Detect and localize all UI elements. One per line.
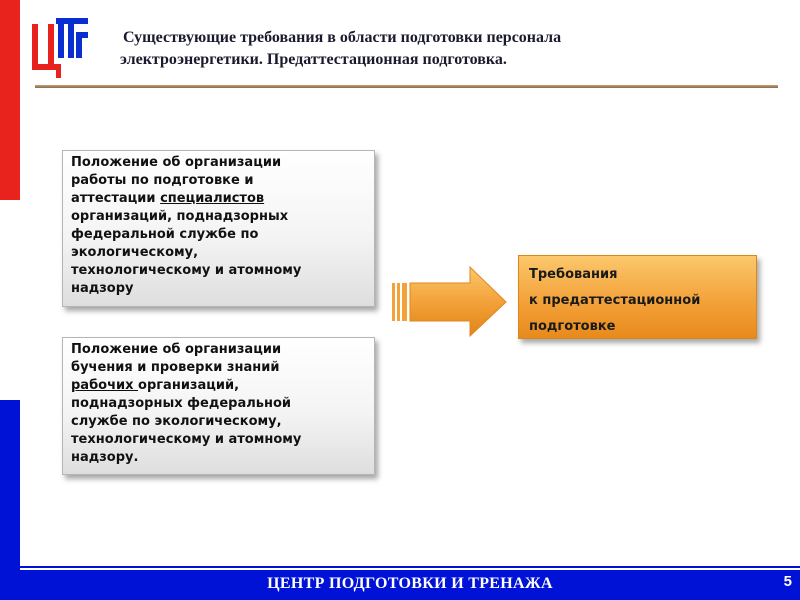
box2-line: бучения и проверки знаний: [71, 360, 280, 375]
flag-stripe-white: [0, 200, 20, 400]
box2-line: Положение об организации: [71, 342, 282, 357]
title-line-2: электроэнергетики. Предаттестационная по…: [120, 51, 507, 68]
box1-line: экологическому,: [71, 245, 199, 260]
result-line-3: подготовке: [529, 319, 616, 334]
page-number: 5: [783, 573, 792, 590]
footer-bar: ЦЕНТР ПОДГОТОВКИ И ТРЕНАЖА 5: [20, 570, 800, 600]
flag-stripe-red: [0, 0, 20, 200]
regulation-box-workers: Положение об организации бучения и прове…: [62, 337, 375, 475]
result-line-1: Требования: [529, 267, 618, 282]
box2-line: рабочих организаций,: [71, 377, 368, 395]
pre-certification-requirements-box: Требования к предаттестационной подготов…: [518, 255, 757, 339]
box1-line: аттестации специалистов: [71, 190, 368, 208]
cpt-logo-icon: [32, 18, 88, 78]
box2-line: надзору.: [71, 450, 139, 465]
page-title: Существующие требования в области подгот…: [120, 27, 740, 71]
footer-center-text: ЦЕНТР ПОДГОТОВКИ И ТРЕНАЖА: [267, 575, 553, 592]
title-line-1: Существующие требования в области подгот…: [123, 29, 562, 46]
box1-underlined-word: специалистов: [160, 191, 265, 206]
regulation-box-specialists: Положение об организации работы по подго…: [62, 150, 375, 307]
title-divider: [35, 85, 778, 88]
box1-line: Положение об организации: [71, 155, 282, 170]
box1-line: работы по подготовке и: [71, 173, 254, 188]
result-line-2: к предаттестационной: [529, 293, 701, 308]
box1-line: надзору: [71, 281, 134, 296]
box1-line: федеральной службе по: [71, 227, 259, 242]
box2-line: службе по экологическому,: [71, 414, 282, 429]
box1-line-prefix: аттестации: [71, 191, 161, 206]
box1-line: технологическому и атомному: [71, 263, 302, 278]
footer-divider: [20, 566, 800, 568]
box2-line: поднадзорных федеральной: [71, 396, 291, 411]
right-arrow-icon: [392, 265, 507, 337]
box2-underlined-word: рабочих: [71, 378, 139, 393]
box1-line: организаций, поднадзорных: [71, 209, 289, 224]
box2-line-suffix: организаций,: [138, 378, 240, 393]
flag-stripe-blue: [0, 400, 20, 600]
box2-line: технологическому и атомному: [71, 432, 302, 447]
